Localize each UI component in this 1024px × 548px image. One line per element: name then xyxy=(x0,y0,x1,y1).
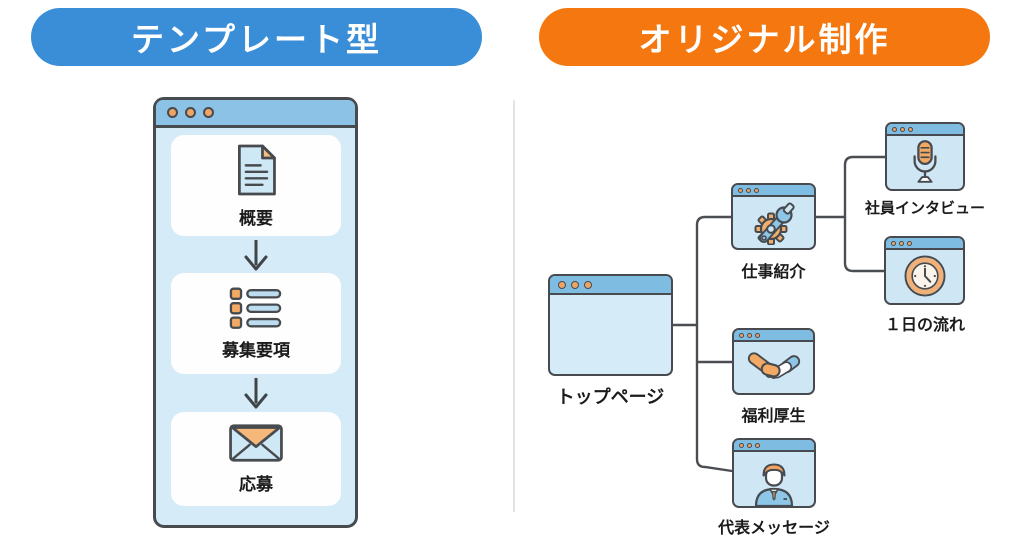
window-dot-icon xyxy=(907,240,912,246)
window-dot-icon xyxy=(908,126,913,132)
window-dot-icon xyxy=(899,240,904,246)
page-card-label: 募集要項 xyxy=(222,340,290,360)
window-dot-icon xyxy=(584,280,592,289)
window-dot-icon xyxy=(738,187,743,193)
clock-icon xyxy=(904,255,945,296)
window-dot-icon xyxy=(739,442,744,448)
node-label-top-page: トップページ xyxy=(556,387,665,407)
page-card-label: 概要 xyxy=(239,208,273,228)
browser-window-ceo-message xyxy=(732,438,816,508)
list-icon xyxy=(229,287,282,329)
browser-titlebar xyxy=(887,124,963,136)
blank-page xyxy=(550,295,671,374)
window-dot-icon xyxy=(203,107,214,118)
window-dot-icon xyxy=(167,107,178,118)
envelope-icon xyxy=(229,424,283,462)
browser-window-top-page xyxy=(548,274,673,376)
browser-titlebar xyxy=(733,185,814,197)
template-browser-window: 概要 募集要項 xyxy=(153,97,358,528)
node-label-benefits: 福利厚生 xyxy=(741,408,806,425)
window-dot-icon xyxy=(558,280,566,289)
page-card-label: 応募 xyxy=(239,475,273,494)
window-dot-icon xyxy=(892,126,897,132)
page-card-overview: 概要 xyxy=(171,135,341,236)
microphone-icon xyxy=(913,139,937,183)
node-label-employee-interview: 社員インタビュー xyxy=(864,200,985,217)
browser-titlebar xyxy=(886,238,963,250)
window-dot-icon xyxy=(755,332,760,338)
browser-titlebar xyxy=(734,330,813,342)
window-dot-icon xyxy=(746,187,751,193)
vertical-divider xyxy=(513,100,515,512)
browser-window-daily-flow xyxy=(884,236,965,305)
window-dot-icon xyxy=(571,280,579,289)
down-arrow-icon xyxy=(244,240,268,271)
browser-titlebar xyxy=(734,440,814,452)
node-label-job-intro: 仕事紹介 xyxy=(741,264,806,281)
page-card-apply: 応募 xyxy=(171,412,341,506)
window-dot-icon xyxy=(747,332,752,338)
template-type-badge: テンプレート型 xyxy=(31,8,482,66)
browser-window-job-intro xyxy=(731,183,816,250)
original-production-badge: オリジナル制作 xyxy=(539,8,990,66)
window-dot-icon xyxy=(900,126,905,132)
window-dot-icon xyxy=(755,442,760,448)
person-icon xyxy=(754,463,794,506)
browser-titlebar xyxy=(550,276,671,295)
window-dot-icon xyxy=(754,187,759,193)
gear-wrench-icon xyxy=(754,201,795,245)
window-dot-icon xyxy=(747,442,752,448)
window-dot-icon xyxy=(739,332,744,338)
handshake-icon xyxy=(747,351,800,379)
browser-window-employee-interview xyxy=(885,122,965,191)
document-icon xyxy=(238,144,276,195)
window-dot-icon xyxy=(185,107,196,118)
node-label-ceo-message: 代表メッセージ xyxy=(718,520,830,537)
page-card-requirements: 募集要項 xyxy=(171,273,341,374)
browser-titlebar xyxy=(156,100,355,128)
node-label-daily-flow: １日の流れ xyxy=(884,317,965,334)
down-arrow-icon xyxy=(244,378,268,409)
browser-window-benefits xyxy=(732,328,815,395)
window-dot-icon xyxy=(891,240,896,246)
